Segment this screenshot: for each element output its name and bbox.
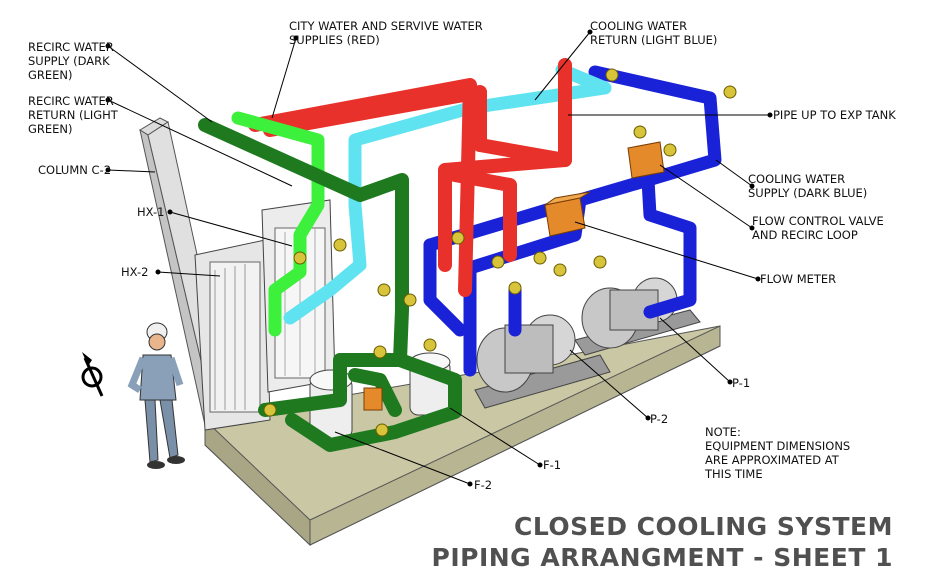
label-column-c2: COLUMN C-2 — [38, 163, 112, 177]
label-flow-control-valve: FLOW CONTROL VALVE AND RECIRC LOOP — [752, 214, 884, 242]
note-equipment-dimensions: NOTE: EQUIPMENT DIMENSIONS ARE APPROXIMA… — [705, 425, 851, 481]
label-hx1: HX-1 — [137, 205, 165, 219]
pump-p2 — [474, 314, 611, 409]
pipe-city-water-red — [248, 58, 572, 297]
label-f1: F-1 — [543, 458, 562, 472]
worker-figure — [127, 322, 185, 469]
label-p1: P-1 — [732, 376, 751, 390]
equipment-skid — [204, 325, 721, 547]
flow-meter-f-line — [363, 387, 383, 411]
label-recirc-water-return: RECIRC WATER RETURN (LIGHT GREEN) — [28, 94, 118, 136]
pipe-cooling-return-light-blue — [283, 63, 612, 325]
north-arrow-icon — [81, 352, 104, 397]
pipe-recirc-return-light-green — [231, 111, 325, 337]
pipe-recirc-supply-dark-green — [198, 118, 462, 452]
label-recirc-water-supply: RECIRC WATER SUPPLY (DARK GREEN) — [28, 40, 114, 82]
label-flow-meter: FLOW METER — [760, 272, 837, 286]
valves — [263, 68, 737, 437]
leader-lines — [105, 29, 773, 487]
title-line-2: PIPING ARRANGMENT - SHEET 1 — [431, 543, 893, 572]
flow-meter — [544, 191, 591, 237]
title-line-1: CLOSED COOLING SYSTEM — [513, 512, 893, 541]
label-city-water: CITY WATER AND SERVIVE WATER SUPPLIES (R… — [289, 19, 483, 47]
label-p2: P-2 — [650, 412, 669, 426]
label-cooling-water-supply: COOLING WATER SUPPLY (DARK BLUE) — [748, 172, 868, 200]
label-f2: F-2 — [474, 478, 493, 492]
label-pipe-up-to-exp-tank: PIPE UP TO EXP TANK — [773, 108, 896, 122]
heat-exchanger-hx2 — [194, 239, 271, 431]
label-cooling-water-return: COOLING WATER RETURN (LIGHT BLUE) — [590, 19, 718, 47]
flow-control-valve — [627, 141, 665, 179]
label-hx2: HX-2 — [121, 265, 149, 279]
